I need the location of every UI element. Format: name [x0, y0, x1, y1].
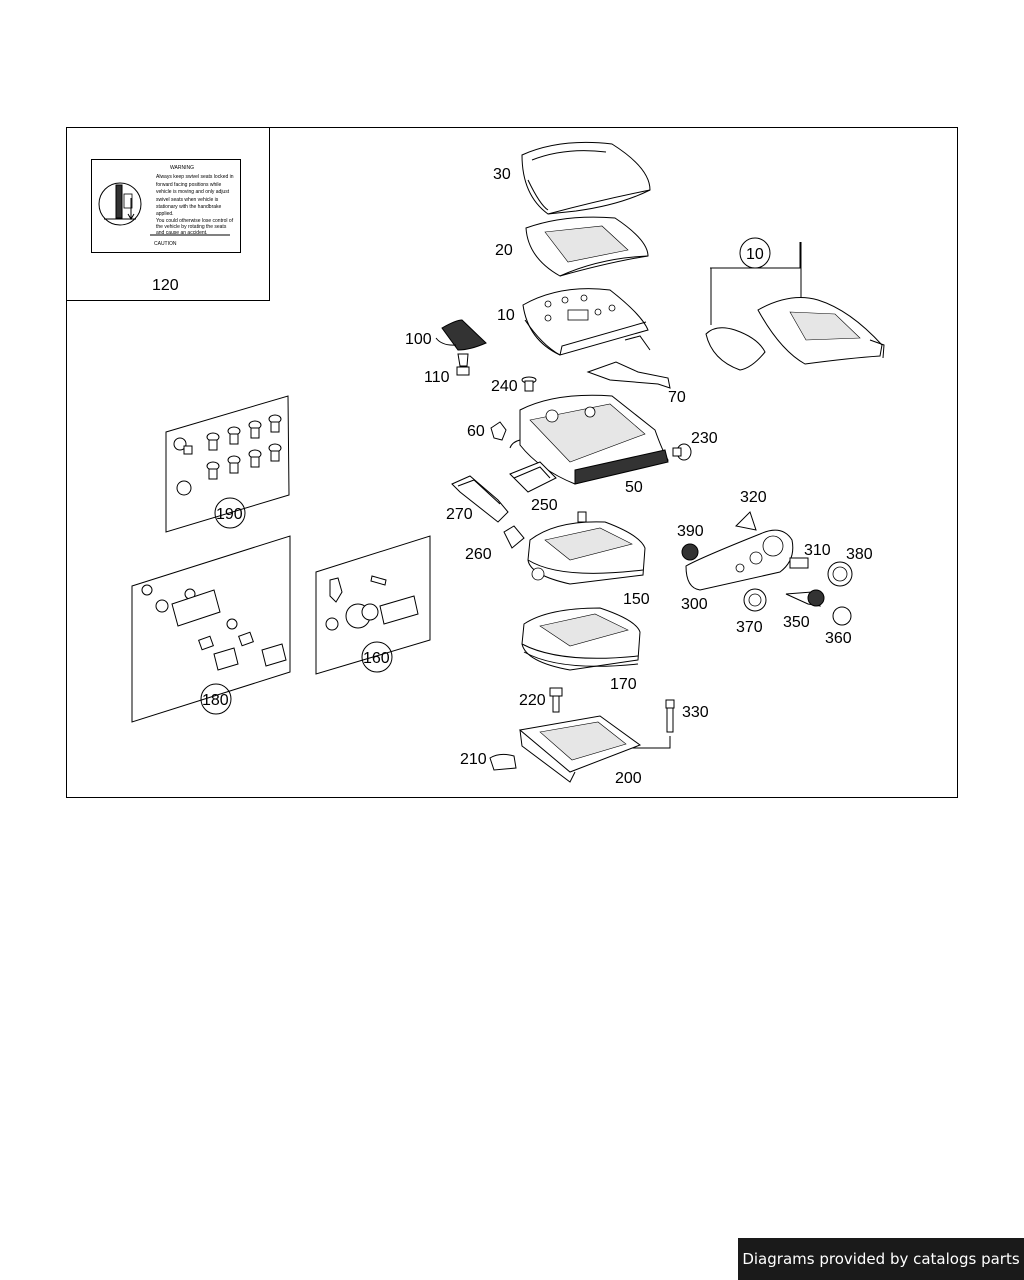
- callout-310: 310: [804, 542, 831, 559]
- warning-line: You could otherwise lose control of: [156, 218, 234, 224]
- callout-circle-180: [200, 683, 232, 715]
- diagram-frame: [66, 127, 958, 798]
- part-210-cap: [489, 753, 517, 771]
- callout-320: 320: [740, 489, 767, 506]
- callout-circle-190: [214, 497, 246, 529]
- callout-60: 60: [467, 423, 485, 440]
- callout-330: 330: [682, 704, 709, 721]
- part-380-knob: [827, 561, 853, 587]
- part-320-bracket: [734, 511, 757, 531]
- callout-380: 380: [846, 546, 873, 563]
- callout-150: 150: [623, 591, 650, 608]
- callout-100: 100: [405, 331, 432, 348]
- warning-line: applied.: [156, 211, 174, 217]
- callout-70: 70: [668, 389, 686, 406]
- callout-10: 10: [497, 307, 515, 324]
- callout-10-side: 10: [746, 246, 764, 263]
- part-170-housing: [521, 607, 641, 671]
- part-200-base: [518, 715, 642, 783]
- warning-line: vehicle is moving and only adjust: [156, 189, 230, 195]
- warning-heading: WARNING: [170, 165, 194, 171]
- part-10-side-cover: [705, 242, 885, 371]
- callout-190: 190: [216, 506, 243, 523]
- part-310-pin: [789, 557, 809, 569]
- callout-110: 110: [424, 369, 450, 386]
- warning-label: WARNING Always keep swivel seats locked …: [91, 159, 241, 253]
- part-330-bolt: [632, 699, 675, 749]
- part-110-clip: [456, 353, 470, 376]
- warning-line: swivel seats when vehicle is: [156, 197, 219, 203]
- callout-200: 200: [615, 770, 642, 787]
- part-350-lever: [785, 589, 825, 607]
- part-70-bracket: [586, 361, 671, 389]
- callout-250: 250: [531, 497, 558, 514]
- callout-360: 360: [825, 630, 852, 647]
- part-260-clip: [503, 525, 525, 549]
- callout-30: 30: [493, 166, 511, 183]
- warning-line: stationary with the handbrake: [156, 204, 222, 210]
- callout-160: 160: [363, 650, 390, 667]
- part-270-rail: [451, 475, 509, 523]
- part-250-cover: [509, 461, 557, 493]
- part-370-knob: [743, 588, 767, 612]
- part-390-knob: [681, 543, 699, 561]
- callout-210: 210: [460, 751, 487, 768]
- part-60-plug: [490, 421, 507, 441]
- warning-line: Always keep swivel seats locked in: [156, 174, 234, 180]
- callout-240: 240: [491, 378, 518, 395]
- callout-260: 260: [465, 546, 492, 563]
- callout-20: 20: [495, 242, 513, 259]
- warning-footer: CAUTION: [154, 241, 177, 247]
- callout-120: 120: [152, 277, 179, 294]
- kit-190-screws: [165, 395, 290, 533]
- callout-50: 50: [625, 479, 643, 496]
- part-360-cap: [832, 606, 852, 626]
- callout-180: 180: [202, 692, 229, 709]
- warning-line: and cause an accident.: [156, 230, 207, 236]
- warning-line: the vehicle by rotating the seats: [156, 224, 227, 230]
- callout-390: 390: [677, 523, 704, 540]
- callout-220: 220: [519, 692, 546, 709]
- part-150-housing: [527, 511, 646, 585]
- part-30-cushion: [521, 141, 651, 215]
- kit-160-handwheel: [315, 535, 431, 675]
- kit-180-damper: [131, 535, 291, 723]
- part-100-pad: [435, 319, 487, 351]
- part-220-bolt: [549, 687, 563, 713]
- callout-170: 170: [610, 676, 637, 693]
- part-20-cover: [525, 216, 649, 277]
- warning-line: forward facing positions while: [156, 182, 222, 188]
- callout-370: 370: [736, 619, 763, 636]
- part-300-panel: [685, 529, 794, 591]
- warning-inset-box: [66, 127, 270, 301]
- callout-230: 230: [691, 430, 718, 447]
- callout-350: 350: [783, 614, 810, 631]
- part-230-cap: [672, 443, 692, 461]
- part-10-foam: [522, 288, 651, 356]
- callout-circle-10: [739, 237, 771, 269]
- callout-circle-160: [361, 641, 393, 673]
- callout-270: 270: [446, 506, 473, 523]
- callout-300: 300: [681, 596, 708, 613]
- diagram-credit: Diagrams provided by catalogs parts: [738, 1238, 1024, 1280]
- part-240-bolt: [521, 376, 537, 392]
